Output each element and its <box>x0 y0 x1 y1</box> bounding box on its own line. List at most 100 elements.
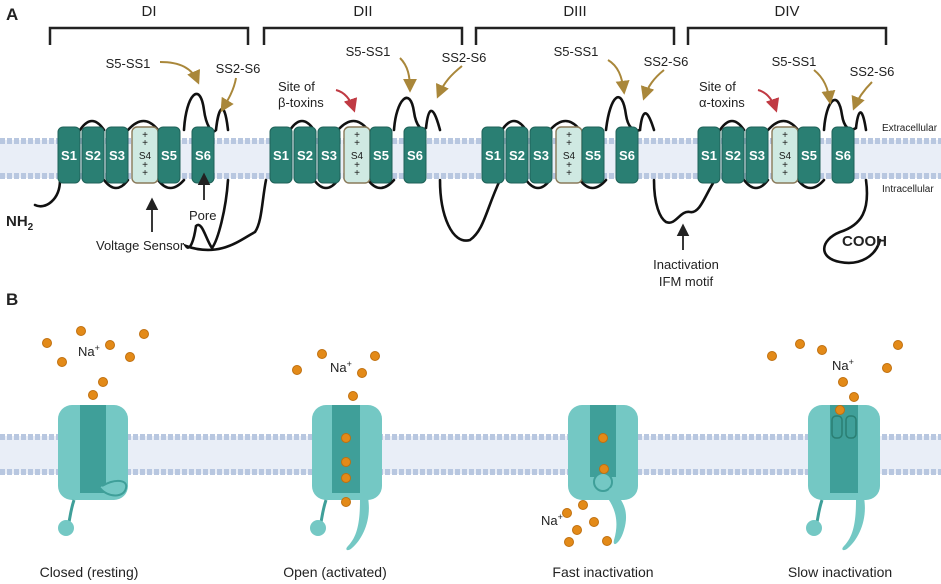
s4-charge: + <box>142 168 148 179</box>
segment-body <box>797 126 821 184</box>
s4-charge: + <box>566 160 572 171</box>
panel-b: B <box>0 290 941 580</box>
alpha-toxin-arrow <box>757 89 780 113</box>
s4-charge: + <box>566 168 572 179</box>
segment-body <box>529 126 553 184</box>
alpha-toxin-site-line1: Site of <box>699 79 736 94</box>
segment-1-s1: S1 <box>57 126 81 184</box>
ss2-s6-label-4: SS2-S6 <box>850 64 895 79</box>
segment-label: S5 <box>161 148 177 163</box>
segment-body <box>81 126 105 184</box>
s4-charge: + <box>142 160 148 171</box>
channel-closed <box>58 405 128 536</box>
sodium-ions <box>42 326 903 547</box>
segment-label: S3 <box>109 148 125 163</box>
segment-label: S6 <box>195 148 211 163</box>
loop-labels: S5-SS1 SS2-S6 S5-SS1 SS2-S6 S5-SS1 SS2-S… <box>106 44 895 79</box>
s4-charge: + <box>354 160 360 171</box>
segment-3-s6: S6 <box>615 126 639 184</box>
segment-label: S3 <box>533 148 549 163</box>
segment-3-s5: S5 <box>581 126 605 184</box>
segment-body <box>831 126 855 184</box>
segment-label: S2 <box>297 148 313 163</box>
beta-toxin-site-line2: β-toxins <box>278 95 324 110</box>
beta-toxin-arrow <box>335 89 358 113</box>
segment-label: S5 <box>373 148 389 163</box>
alpha-toxin-site-line2: α-toxins <box>699 95 745 110</box>
state-label-open: Open (activated) <box>283 564 387 580</box>
segment-label: S6 <box>835 148 851 163</box>
segment-body <box>57 126 81 184</box>
segment-body <box>615 126 639 184</box>
segment-1-s5: S5 <box>157 126 181 184</box>
channel-slow-inactivated <box>806 405 880 551</box>
s5-ss1-label-2: S5-SS1 <box>346 44 391 59</box>
domain-label-1: DI <box>142 3 157 20</box>
segment-label: S3 <box>321 148 337 163</box>
segment-3-s1: S1 <box>481 126 505 184</box>
segment-body <box>745 126 769 184</box>
segment-1-s4: ++++S4 <box>131 126 159 184</box>
na-label-slow: Na+ <box>832 357 854 373</box>
domain-label-3: DIII <box>563 3 586 20</box>
loop-arrows <box>159 57 873 113</box>
segment-label: S5 <box>801 148 817 163</box>
inactivation-label-line2: IFM motif <box>659 274 714 289</box>
na-label-closed: Na+ <box>78 343 100 359</box>
segment-body <box>721 126 745 184</box>
segment-2-s6: S6 <box>403 126 427 184</box>
domain-brackets <box>48 26 888 45</box>
s4-charge: + <box>142 138 148 149</box>
segment-body <box>481 126 505 184</box>
inactivation-label-line1: Inactivation <box>653 257 719 272</box>
segment-3-s4: ++++S4 <box>555 126 583 184</box>
s5-ss1-label-3: S5-SS1 <box>554 44 599 59</box>
pore-label: Pore <box>189 208 216 223</box>
state-label-fast: Fast inactivation <box>552 564 653 580</box>
segment-1-s6: S6 <box>191 126 215 184</box>
membrane-b <box>0 434 941 475</box>
panel-b-label: B <box>6 290 18 309</box>
s4-charge: + <box>782 130 788 141</box>
segment-label: S1 <box>485 148 501 163</box>
s5-ss1-label-1: S5-SS1 <box>106 56 151 71</box>
segment-4-s2: S2 <box>721 126 745 184</box>
segment-label: S6 <box>407 148 423 163</box>
segment-body <box>105 126 129 184</box>
state-label-closed: Closed (resting) <box>40 564 139 580</box>
segment-label: S3 <box>749 148 765 163</box>
c-terminus-label: COOH <box>842 233 887 250</box>
segment-4-s3: S3 <box>745 126 769 184</box>
segment-2-s2: S2 <box>293 126 317 184</box>
segment-body <box>505 126 529 184</box>
segment-body <box>269 126 293 184</box>
segment-body <box>317 126 341 184</box>
s4-charge: + <box>782 168 788 179</box>
segment-label: S4 <box>563 151 576 162</box>
domain-label-4: DIV <box>774 3 799 20</box>
segment-body <box>157 126 181 184</box>
segment-body <box>697 126 721 184</box>
panel-a-label: A <box>6 5 18 24</box>
panel-a: A Extracellular Intracellular DI DII DII… <box>0 3 941 289</box>
channel-open <box>310 405 382 551</box>
na-label-fast: Na+ <box>541 512 563 528</box>
s4-charge: + <box>566 130 572 141</box>
segment-body <box>403 126 427 184</box>
channel-fast-inactivated <box>568 405 638 545</box>
ss2-s6-label-2: SS2-S6 <box>442 50 487 65</box>
s4-charge: + <box>354 130 360 141</box>
s4-charge: + <box>354 138 360 149</box>
segment-1-s3: S3 <box>105 126 129 184</box>
segment-2-s1: S1 <box>269 126 293 184</box>
segment-3-s2: S2 <box>505 126 529 184</box>
s4-charge: + <box>782 160 788 171</box>
extracellular-label: Extracellular <box>882 123 938 134</box>
segment-label: S4 <box>779 151 792 162</box>
s4-charge: + <box>566 138 572 149</box>
segment-4-s5: S5 <box>797 126 821 184</box>
segment-label: S1 <box>701 148 717 163</box>
s4-charge: + <box>782 138 788 149</box>
